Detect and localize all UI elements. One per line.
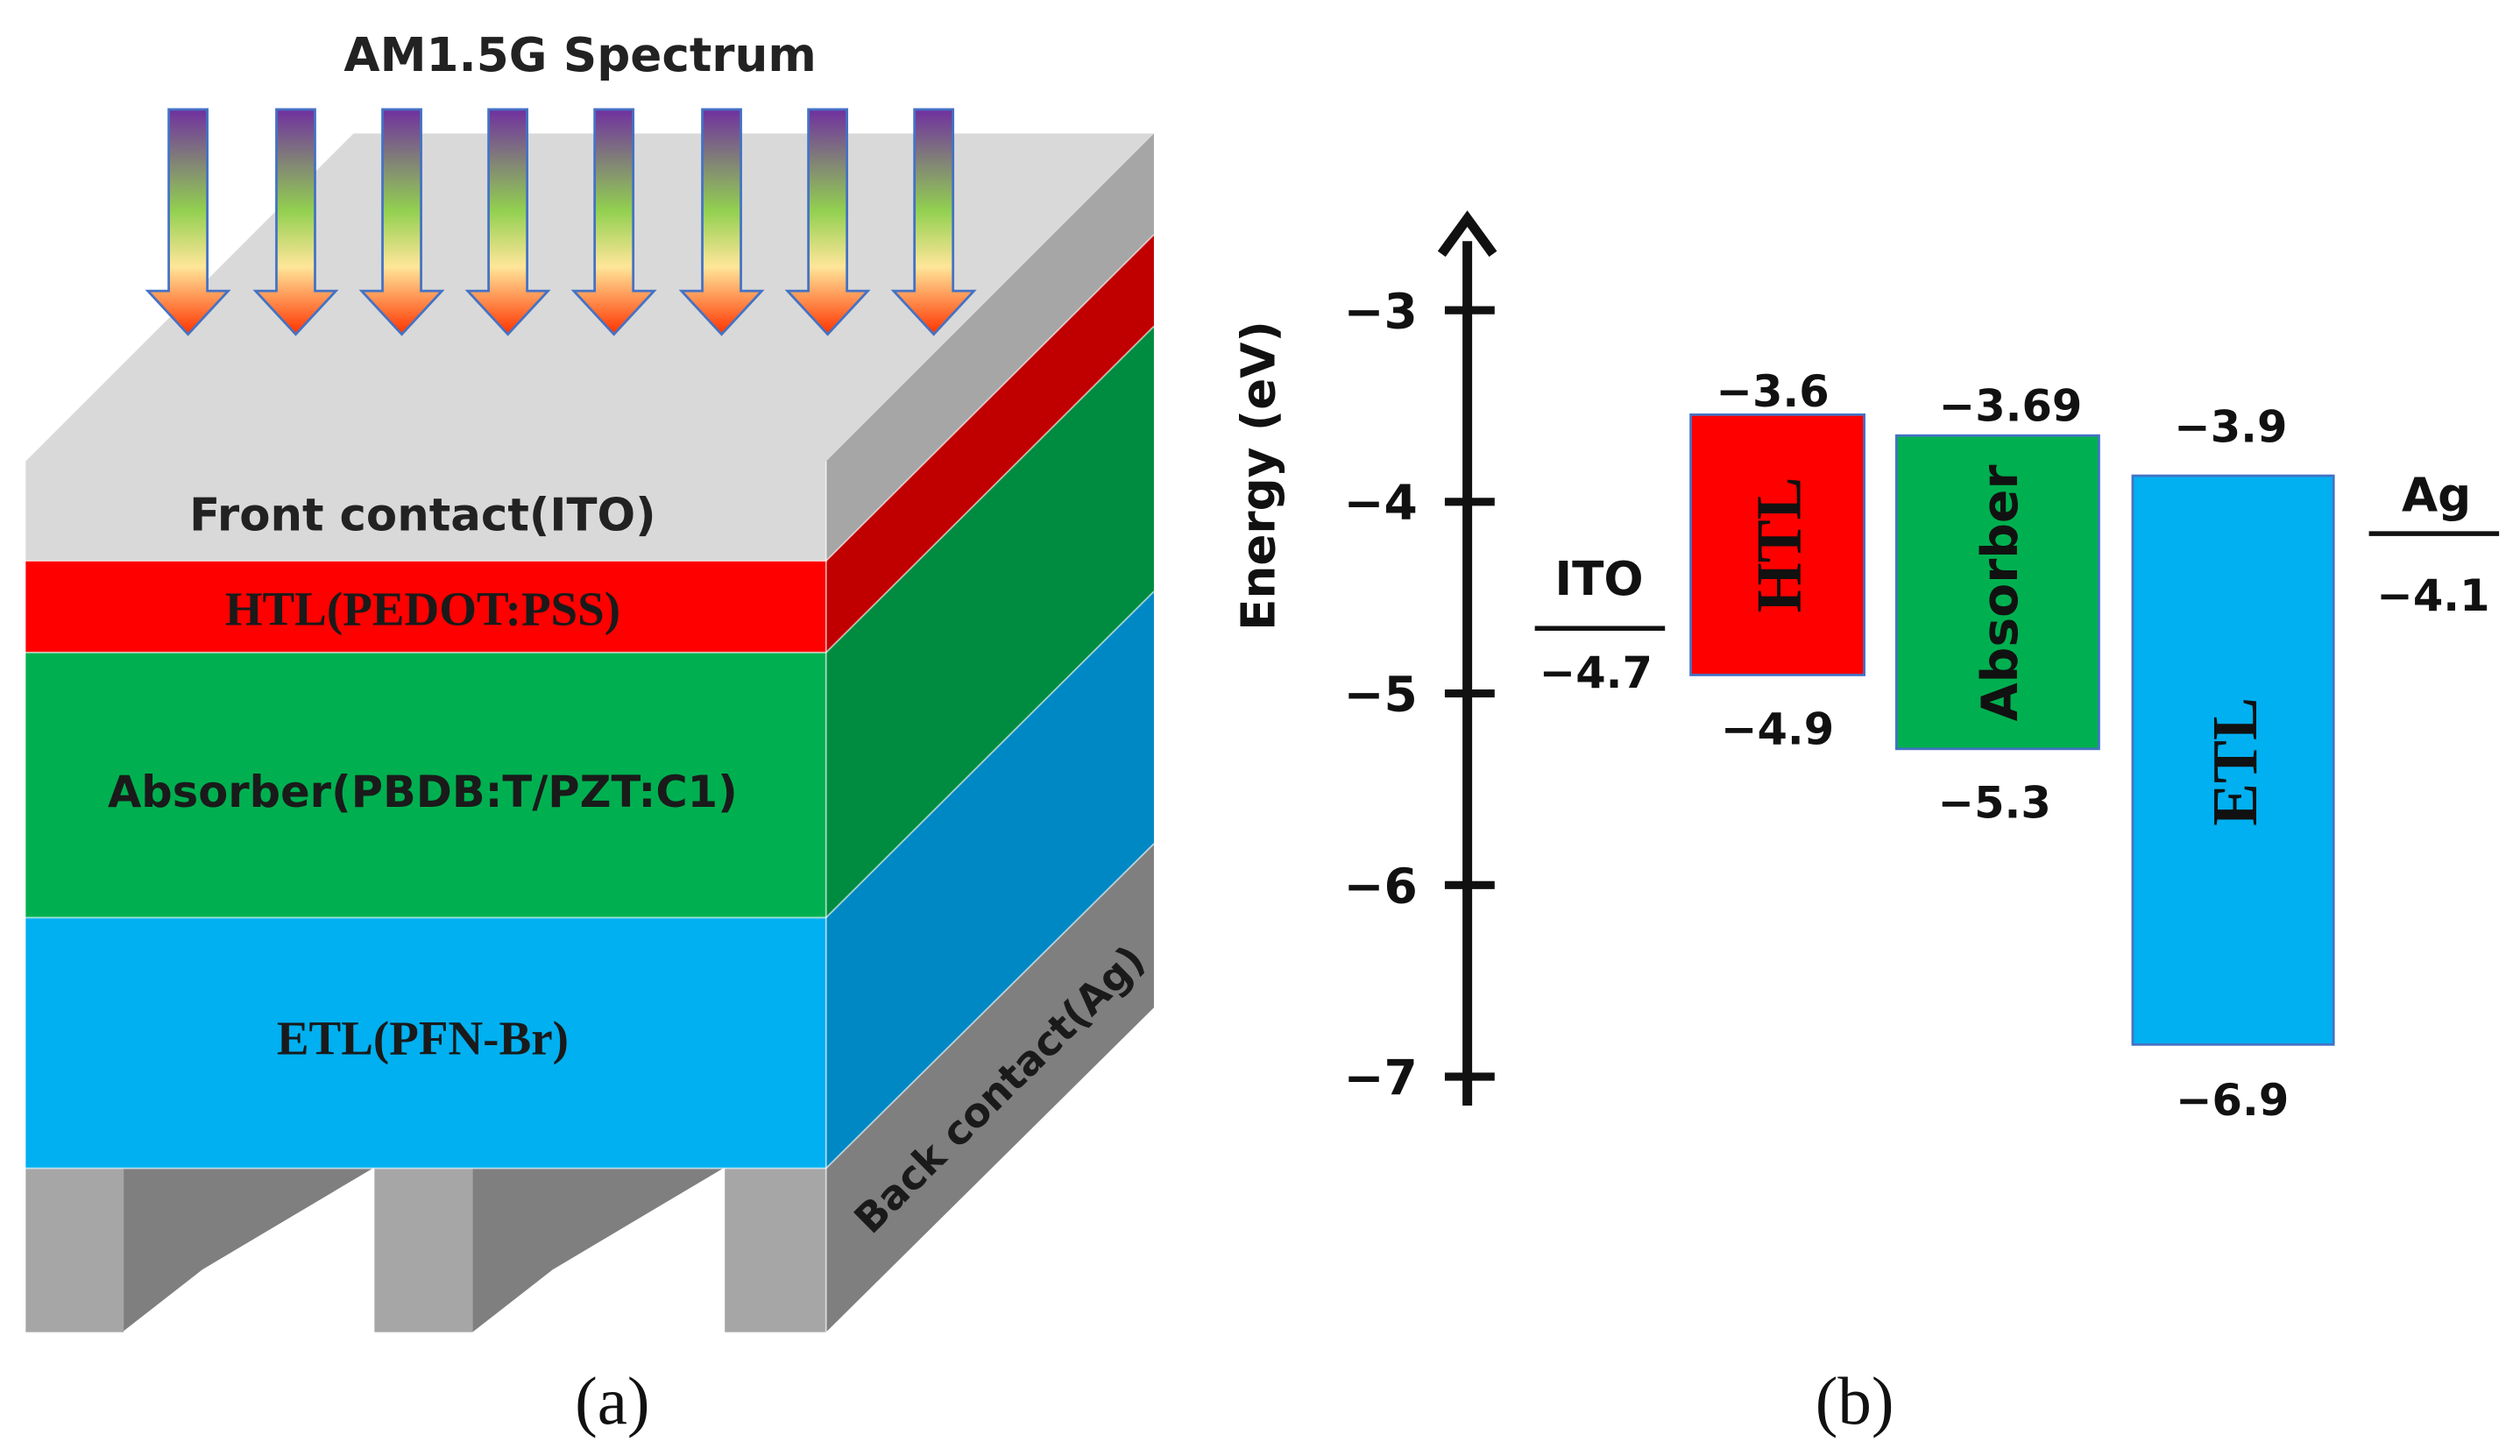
light-arrow [464,108,551,336]
htl-bottom-value: −4.9 [1721,703,1834,754]
absorber-box-label: Absorber [1971,464,2029,721]
absorber-side [825,326,1154,918]
ito-label: ITO [1554,552,1643,606]
axis-tick-label: −6 [1343,858,1417,914]
absorber-bottom-value: −5.3 [1938,778,2051,829]
axis-tick-label: −7 [1343,1050,1417,1106]
axis-tick-label: −4 [1343,475,1417,531]
light-arrow [252,108,339,336]
htl-box [1689,413,1866,676]
light-arrow [358,108,445,336]
etl-layer [25,917,826,1169]
absorber-label: Absorber(PBDB:T/PZT:C1) [108,767,738,817]
axis-ticks: −3 −4 −5 −6 −7 [1343,283,1495,1106]
light-arrow [145,108,231,336]
absorber-box [1894,434,2100,751]
etl-label: ETL(PFN-Br) [277,1011,569,1064]
htl-side [825,234,1154,653]
axis-tick-label: −3 [1343,283,1417,339]
axis-tick-label: −5 [1343,667,1417,723]
ito-value: −4.7 [1540,647,1653,698]
front-contact-layer [25,461,826,562]
etl-top-value: −3.9 [2174,402,2287,453]
light-arrow [678,108,765,336]
ag-value: −4.1 [2376,570,2489,621]
front-contact-label: Front contact(ITO) [189,489,656,541]
absorber-layer [25,652,826,918]
axis-label: Energy (eV) [1232,321,1286,631]
light-arrow [784,108,871,336]
layer-dividers [25,234,1155,1332]
light-arrows [145,108,977,336]
absorber-top-value: −3.69 [1939,381,2083,432]
front-contact-side [825,133,1154,562]
caption-a: (a) [575,1363,649,1438]
etl-side [825,591,1154,1169]
htl-top-value: −3.6 [1716,366,1829,417]
spectrum-title: AM1.5G Spectrum [343,28,816,82]
ag-label: Ag [2402,468,2471,522]
htl-layer [25,561,826,653]
panel-b: −3 −4 −5 −6 −7 Energy (eV) ITO −4.7 HTL −3.6… [1232,210,2500,1438]
back-contact-legs [25,1168,826,1332]
etl-box-label: ETL [2199,697,2270,826]
etl-box [2131,474,2335,1046]
light-arrow [890,108,977,336]
back-contact-side [825,844,1154,1332]
panel-a: AM1.5G Spectrum Front contact(ITO) HTL(P… [25,28,1155,1438]
htl-box-label: HTL [1743,477,1814,612]
caption-b: (b) [1816,1363,1894,1438]
etl-bottom-value: −6.9 [2176,1075,2289,1126]
htl-label: HTL(PEDOT:PSS) [225,583,620,636]
light-arrow [570,108,657,336]
energy-axis-arrowhead [1437,210,1497,258]
